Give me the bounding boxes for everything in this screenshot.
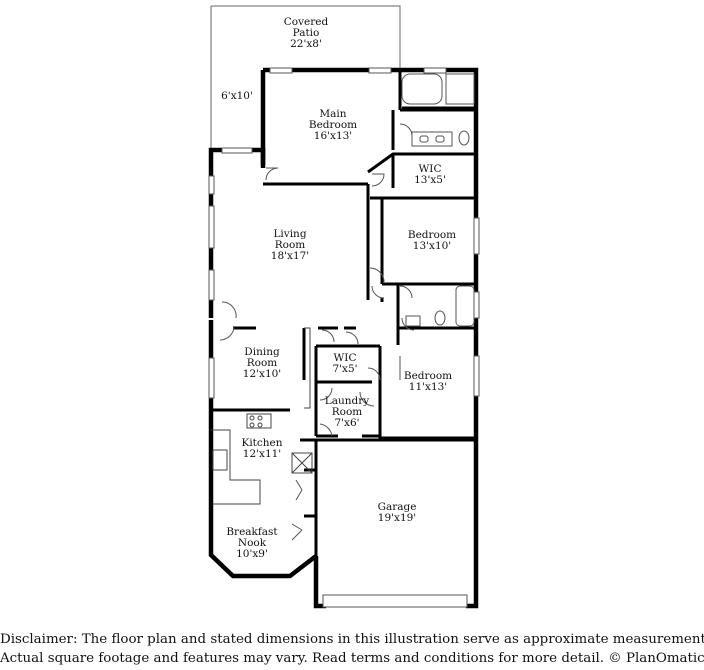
patio-side-dims: 6'x10' <box>221 90 253 102</box>
door-swings <box>219 123 415 541</box>
wic-small-dims: 7'x5' <box>332 363 357 375</box>
bedroom-2-name: Bedroom <box>408 229 456 241</box>
main-bedroom-dims: 16'x13' <box>314 130 352 142</box>
patio-name-line2: Patio <box>293 27 320 39</box>
disclaimer-line-2: Actual square footage and features may v… <box>0 651 704 666</box>
nook-name-line1: Breakfast <box>226 526 278 538</box>
garage-dims: 19'x19' <box>378 512 416 524</box>
living-name-line1: Living <box>273 228 306 240</box>
kitchen-name: Kitchen <box>241 437 282 449</box>
bathroom-fixtures <box>399 73 475 380</box>
disclaimer-line-1: Disclaimer: The floor plan and stated di… <box>0 632 704 647</box>
kitchen-dims: 12'x11' <box>243 448 281 460</box>
patio-name-line1: Covered <box>284 16 329 28</box>
laundry-name-line1: Laundry <box>325 395 369 407</box>
wic-main-dims: 13'x5' <box>414 174 446 186</box>
wic-main-name: WIC <box>419 163 442 175</box>
room-labels: Covered Patio 22'x8' 6'x10' Main Bedroom… <box>221 16 456 560</box>
patio-dims: 22'x8' <box>290 38 322 50</box>
living-name-line2: Room <box>275 239 306 251</box>
windows <box>208 67 480 608</box>
kitchen-counters <box>211 327 313 505</box>
garage-name: Garage <box>378 501 417 513</box>
covered-patio-outline <box>210 5 401 150</box>
living-dims: 18'x17' <box>271 250 309 262</box>
wic-small-name: WIC <box>334 352 357 364</box>
dining-dims: 12'x10' <box>243 368 281 380</box>
nook-dims: 10'x9' <box>236 548 268 560</box>
main-bedroom-name-line1: Main <box>319 108 346 120</box>
laundry-name-line2: Room <box>332 406 363 418</box>
bedroom-3-name: Bedroom <box>404 370 452 382</box>
bedroom-2-dims: 13'x10' <box>413 240 451 252</box>
dining-name-line1: Dining <box>244 346 280 358</box>
laundry-dims: 7'x6' <box>334 417 359 429</box>
bedroom-3-dims: 11'x13' <box>409 381 447 393</box>
floor-plan: Covered Patio 22'x8' 6'x10' Main Bedroom… <box>208 5 480 609</box>
dining-name-line2: Room <box>247 357 278 369</box>
main-bedroom-name-line2: Bedroom <box>309 119 357 131</box>
nook-name-line2: Nook <box>238 537 267 549</box>
